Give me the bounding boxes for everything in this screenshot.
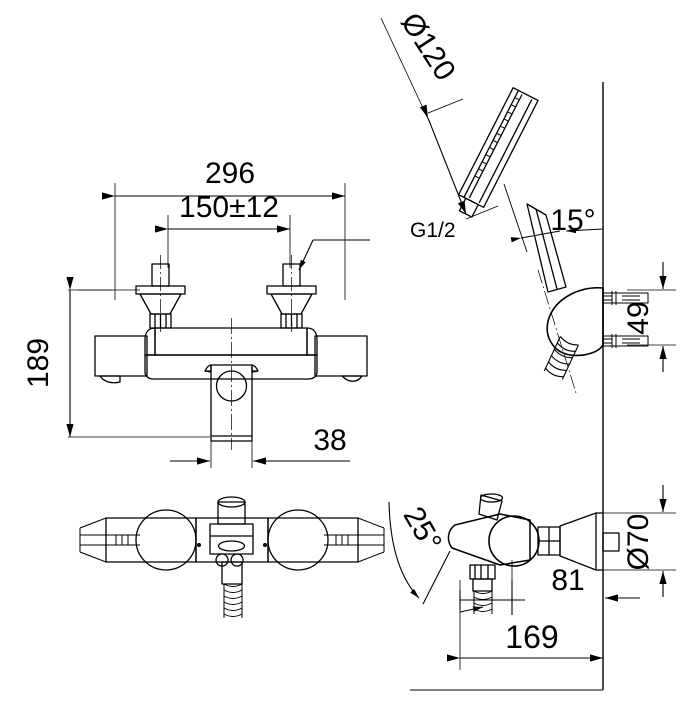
dimension-15-degree [510, 227, 604, 243]
side-elevation-handshower-view [380, 17, 676, 394]
dimension-label-height: 189 [22, 338, 55, 388]
dimension-label-wall-offset: 81 [551, 564, 584, 597]
left-inlet-connector [135, 255, 186, 332]
dimension-label-mixer-projection: 169 [505, 619, 558, 655]
handshower-head [457, 87, 539, 218]
temperature-handle [94, 335, 148, 384]
holder-wall-fixings [603, 291, 649, 348]
right-inlet-connector [266, 255, 317, 332]
dimension-25-degree [388, 501, 451, 605]
dimension-label-holder-angle: 15° [550, 204, 595, 237]
front-elevation-view [66, 183, 370, 468]
dimension-label-spout-angle: 25° [397, 501, 448, 557]
dimension-label-bracket-height: 49 [622, 301, 655, 334]
dimension-label-flange-diameter: Ø70 [622, 514, 655, 571]
dimension-label-head-diameter: Ø120 [394, 7, 462, 87]
g12-leader-line [298, 239, 370, 271]
bottom-view [79, 496, 385, 618]
dimension-label-overall-width: 296 [205, 157, 255, 190]
side-elevation-mixer-view [388, 485, 676, 670]
mixer-body-side [447, 493, 620, 571]
annotation-label-inlet-thread: G1/2 [410, 219, 456, 242]
spout-side [469, 564, 496, 614]
handshower-handle [526, 203, 567, 293]
dimension-line-dia120 [419, 104, 467, 215]
spout-bottom-view [209, 496, 254, 618]
mixer-body-front [144, 327, 318, 380]
dimension-label-inlet-centers: 150±12 [179, 191, 279, 224]
dimension-label-spout-projection: 38 [313, 424, 346, 457]
flow-handle [314, 335, 368, 382]
shower-hose [543, 336, 579, 380]
